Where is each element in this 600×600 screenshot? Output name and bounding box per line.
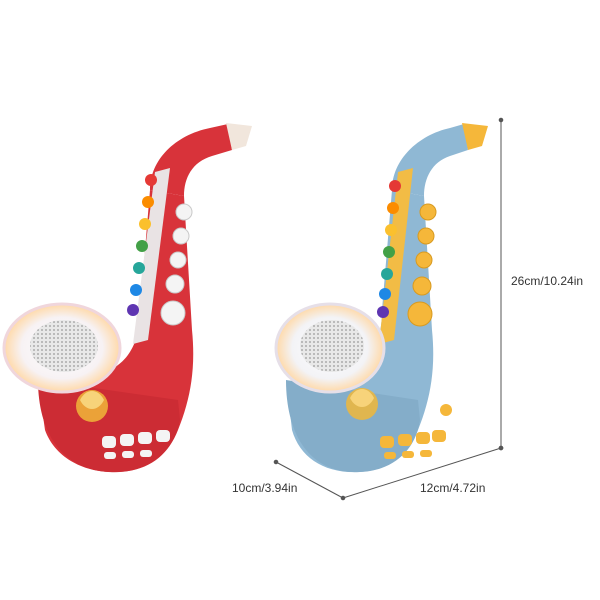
blue-sax-bowl xyxy=(286,380,420,473)
depth-dimension-line xyxy=(275,461,344,499)
blue-sax-mouthpiece xyxy=(462,123,488,150)
blue-sax-side-button xyxy=(440,404,452,416)
red-sax-bowl xyxy=(38,380,180,473)
blue-sax-emblem xyxy=(346,388,378,420)
depth-dimension-label: 10cm/3.94in xyxy=(232,481,298,495)
blue-sax-yellow-buttons xyxy=(407,203,437,327)
red-sax-white-buttons xyxy=(160,203,193,326)
red-sax-color-keys xyxy=(127,174,157,316)
blue-sax-control-buttons xyxy=(380,430,446,459)
width-dimension-line xyxy=(342,447,502,499)
red-sax-mouthpiece xyxy=(226,123,252,150)
red-sax-key-strip xyxy=(133,168,170,344)
red-sax-neck xyxy=(150,124,232,196)
red-sax-control-buttons xyxy=(102,430,170,459)
red-sax-speaker xyxy=(30,320,98,372)
blue-sax-color-keys xyxy=(377,180,401,318)
red-saxophone xyxy=(2,123,252,473)
blue-sax-key-strip xyxy=(379,168,413,344)
blue-sax-speaker xyxy=(300,320,364,372)
width-dimension-label: 12cm/4.72in xyxy=(420,481,486,495)
blue-saxophone xyxy=(274,123,488,473)
dimension-lines xyxy=(273,117,504,501)
height-dimension-label: 26cm/10.24in xyxy=(511,274,584,288)
red-sax-emblem xyxy=(76,390,108,422)
